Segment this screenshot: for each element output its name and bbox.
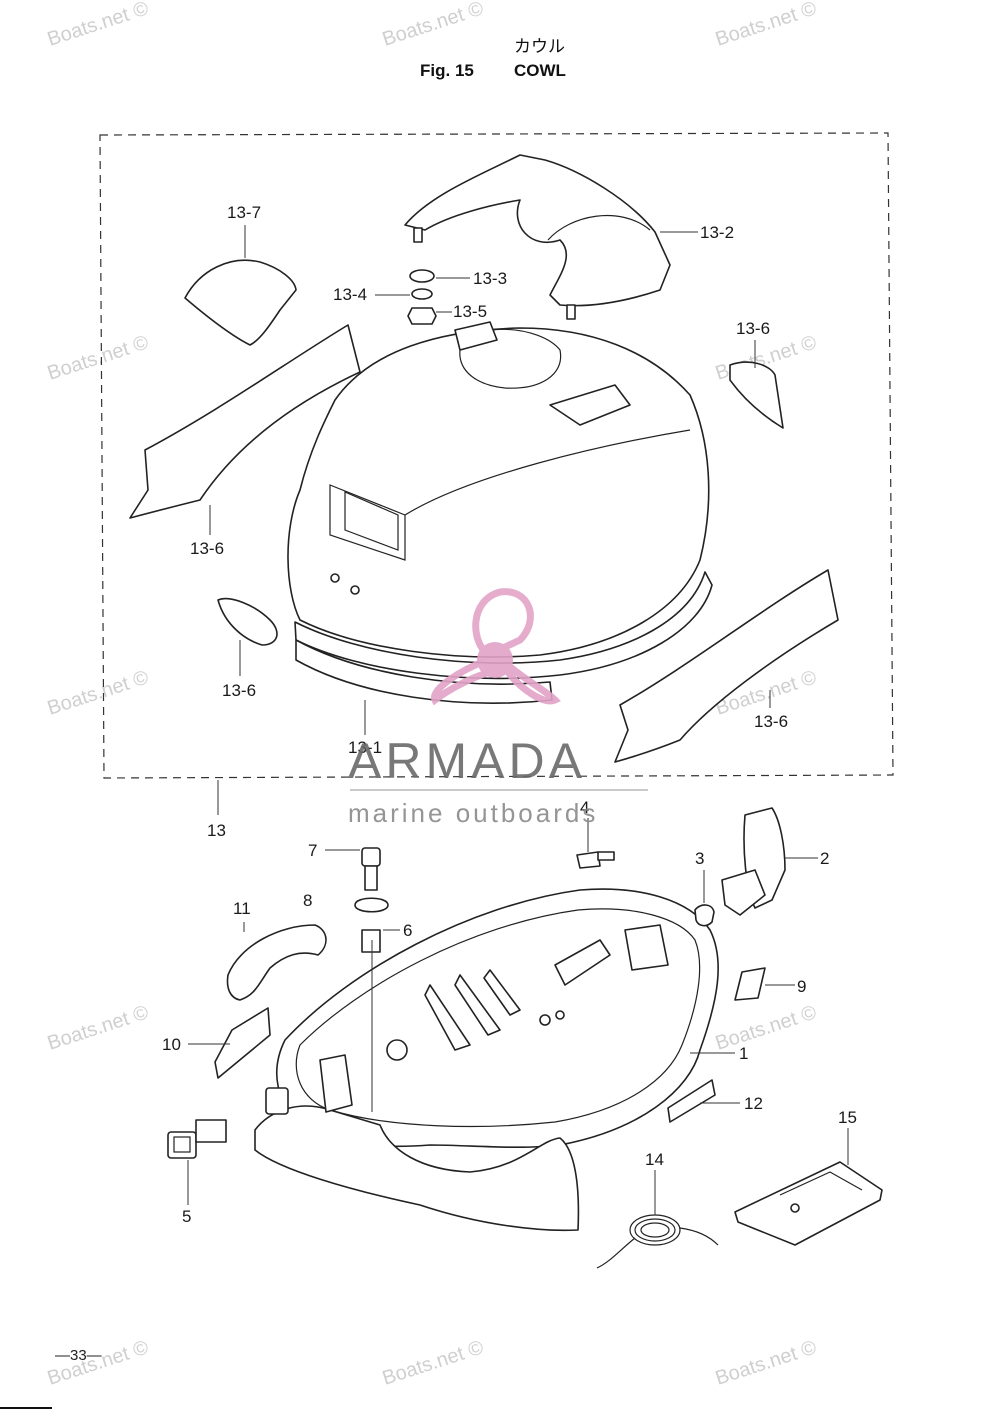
part-13-6-side-decal: [129, 324, 361, 519]
label-2: 2: [820, 849, 829, 868]
brand-name: ARMADA: [348, 733, 586, 789]
watermark-text: Boats.net ©: [713, 1001, 820, 1054]
label-13: 13: [207, 821, 226, 840]
assembly-boundary: [99, 132, 894, 779]
label-13-6-side: 13-6: [190, 539, 224, 558]
part-3-collar: [694, 904, 715, 927]
figure-number: Fig. 15: [420, 61, 474, 80]
part-13-4-washer: [411, 288, 433, 300]
part-13-6-oval-decal: [217, 598, 278, 646]
watermark-text: Boats.net ©: [45, 666, 152, 719]
label-9: 9: [797, 977, 806, 996]
label-15: 15: [838, 1108, 857, 1127]
part-14-spring: [596, 1214, 719, 1269]
part-8-washer: [354, 897, 389, 913]
part-13-2-cover: [404, 154, 671, 320]
part-12-strip: [667, 1079, 716, 1123]
part-7-bolt: [361, 847, 381, 891]
label-3: 3: [695, 849, 704, 868]
part-13-6-right-decal: [614, 569, 839, 763]
part-labels: 13-7 13-2 13-3 13-4 13-5 13-6 13-6 13-6 …: [162, 203, 857, 1226]
armada-brand-logo: ARMADA marine outboards: [348, 588, 648, 828]
label-8: 8: [303, 891, 312, 910]
watermark-text: Boats.net ©: [380, 1336, 487, 1389]
label-6: 6: [403, 921, 412, 940]
label-5: 5: [182, 1207, 191, 1226]
watermark-text: Boats.net ©: [713, 1336, 820, 1389]
label-11: 11: [233, 899, 251, 918]
part-5-grommet: [167, 1119, 227, 1159]
watermark-text: Boats.net ©: [45, 331, 152, 384]
propeller-icon: [431, 588, 561, 706]
brand-tagline: marine outboards: [348, 798, 598, 828]
part-4-screw-shank: [597, 851, 615, 861]
label-13-1: 13-1: [348, 738, 382, 757]
label-4: 4: [580, 798, 589, 817]
label-14: 14: [645, 1150, 664, 1169]
label-13-3: 13-3: [473, 269, 507, 288]
part-9-decal: [734, 967, 766, 1001]
label-13-4: 13-4: [333, 285, 367, 304]
part-15-pouch: [734, 1161, 883, 1246]
label-1: 1: [739, 1044, 748, 1063]
figure-title: COWL: [514, 61, 566, 80]
part-10-decal: [214, 1007, 271, 1079]
watermark-text: Boats.net ©: [45, 1001, 152, 1054]
part-4-screw: [576, 851, 601, 869]
part-1-bottom-cowl: [254, 888, 719, 1232]
leader-lines: [187, 225, 849, 1215]
label-13-2: 13-2: [700, 223, 734, 242]
label-13-6-small: 13-6: [736, 319, 770, 338]
label-7: 7: [308, 841, 317, 860]
title-japanese: カウル: [514, 37, 565, 57]
part-13-6-small-decal: [729, 361, 784, 429]
label-10: 10: [162, 1035, 181, 1054]
part-11-seal: [226, 924, 327, 1001]
page-number: —33—: [55, 1347, 102, 1364]
top-cowl-body: [287, 321, 713, 704]
part-2-latch-base: [721, 869, 766, 916]
watermark-text: Boats.net ©: [380, 0, 487, 51]
watermark-text: Boats.net ©: [45, 0, 152, 51]
label-13-6-oval: 13-6: [222, 681, 256, 700]
label-13-5: 13-5: [453, 302, 487, 321]
part-6-collar: [361, 929, 381, 953]
label-13-6-right: 13-6: [754, 712, 788, 731]
label-13-7: 13-7: [227, 203, 261, 222]
part-13-3-washer: [409, 269, 435, 283]
label-12: 12: [744, 1094, 763, 1113]
part-13-7-pad: [184, 259, 297, 346]
watermark-text: Boats.net ©: [713, 0, 820, 51]
part-13-5-nut: [407, 307, 437, 325]
